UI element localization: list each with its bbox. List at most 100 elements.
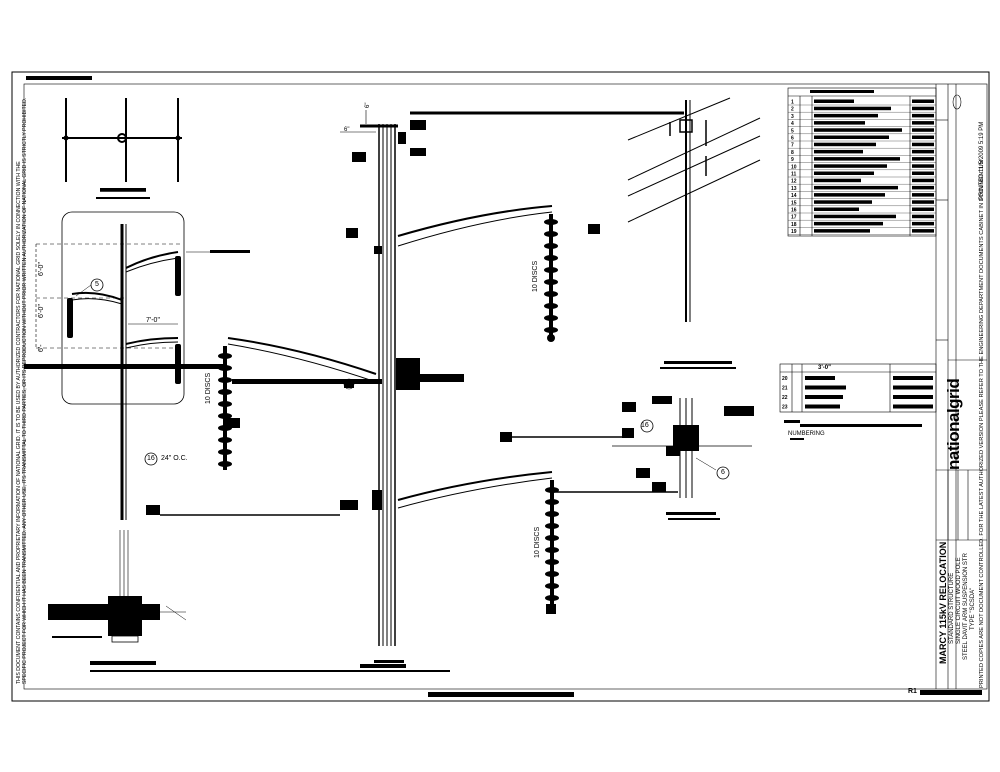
material-row-number: 17 bbox=[791, 215, 797, 221]
insulator-string-left bbox=[218, 346, 232, 470]
material-row-catalog bbox=[912, 193, 934, 197]
insulator-string-lower-right bbox=[545, 480, 559, 604]
material-row-description bbox=[814, 214, 896, 219]
material-row-catalog bbox=[912, 149, 934, 154]
material-row-catalog bbox=[912, 135, 934, 139]
guying-row-number: 20 bbox=[782, 376, 788, 382]
guying-row-description bbox=[805, 395, 843, 399]
guying-row-description bbox=[805, 404, 840, 409]
material-row-description bbox=[814, 200, 872, 204]
callout-bubble-5: 5 bbox=[95, 281, 99, 288]
plan-view bbox=[62, 98, 182, 192]
disc-note-lower-right: 10 DISCS bbox=[534, 526, 541, 558]
material-row-number: 8 bbox=[791, 150, 794, 156]
material-row-number: 11 bbox=[791, 172, 797, 178]
material-row-description bbox=[814, 164, 887, 168]
project-title: MARCY 115kV RELOCATION bbox=[938, 541, 948, 664]
guying-row-catalog bbox=[893, 385, 933, 390]
material-row-number: 2 bbox=[791, 107, 794, 113]
material-row-description bbox=[814, 221, 883, 226]
drawing-subtitle-2: SINGLE CIRCUIT WOOD POLE bbox=[956, 557, 962, 644]
material-row-description bbox=[814, 99, 854, 103]
guying-row-catalog bbox=[893, 395, 933, 399]
material-row-description bbox=[814, 113, 878, 118]
drawing-subtitle-4: TYPE "SCSDA" bbox=[970, 587, 976, 630]
material-row-number: 14 bbox=[791, 193, 797, 199]
material-row-description bbox=[814, 207, 859, 211]
drawing-subtitle-3: STEEL DAVIT ARM SUSPENSION STR bbox=[963, 553, 969, 660]
inner-border bbox=[23, 83, 988, 690]
dim-top-small: 6" bbox=[365, 102, 371, 108]
material-row-description bbox=[814, 193, 885, 197]
isometric-view bbox=[627, 97, 761, 322]
material-row-number: 12 bbox=[791, 179, 797, 185]
main-elevation-pole bbox=[160, 110, 684, 646]
material-row-catalog bbox=[912, 128, 934, 132]
material-row-number: 18 bbox=[791, 222, 797, 228]
material-row-catalog bbox=[912, 121, 934, 125]
material-row-number: 5 bbox=[791, 128, 794, 134]
title-block bbox=[936, 94, 987, 541]
callout-bubble-16-detail: 16 bbox=[641, 422, 649, 429]
material-row-description bbox=[814, 142, 876, 147]
foundation-detail bbox=[48, 596, 187, 672]
material-row-catalog bbox=[912, 164, 934, 168]
material-row-catalog bbox=[912, 200, 934, 204]
material-row-catalog bbox=[912, 142, 934, 147]
drawing-subtitle-1: STANDARD STRUCTURE bbox=[949, 572, 955, 644]
material-row-number: 13 bbox=[791, 186, 797, 192]
material-row-catalog bbox=[912, 221, 934, 226]
material-row-catalog bbox=[912, 178, 934, 183]
material-row-catalog bbox=[912, 207, 934, 211]
material-row-number: 9 bbox=[791, 157, 794, 163]
confidentiality-note-line-2: SPECIFIC PROJECT FOR WHICH IT HAS BEEN T… bbox=[22, 97, 28, 684]
material-row-catalog bbox=[912, 229, 934, 233]
notes-numbering: NUMBERING bbox=[788, 431, 825, 437]
conductor-crossarm bbox=[24, 364, 224, 369]
callout-bubble-6: 6 bbox=[721, 469, 725, 476]
material-row-number: 6 bbox=[791, 136, 794, 142]
material-row-number: 1 bbox=[791, 100, 794, 106]
dim-bottom-spacing: 6'- bbox=[38, 344, 45, 352]
material-row-number: 3 bbox=[791, 114, 794, 120]
material-row-catalog bbox=[912, 185, 934, 190]
material-row-number: 16 bbox=[791, 208, 797, 214]
material-row-number: 7 bbox=[791, 143, 794, 149]
material-row-description bbox=[814, 229, 870, 233]
dim-pole-offset: 6" bbox=[344, 127, 350, 133]
revision-label: R1 bbox=[908, 688, 917, 695]
insulator-string-upper-right bbox=[544, 214, 558, 342]
material-row-number: 4 bbox=[791, 121, 794, 127]
material-row-catalog bbox=[912, 99, 934, 103]
disc-note-left: 10 DISCS bbox=[205, 372, 212, 404]
printed-timestamp: PRINTED 11/5/2009 5:19 PM bbox=[979, 121, 985, 200]
material-row-number: 19 bbox=[791, 229, 797, 235]
material-row-catalog bbox=[912, 106, 934, 111]
material-row-description bbox=[814, 178, 861, 183]
material-row-description bbox=[814, 185, 898, 190]
callout-bubble-16-left: 16 bbox=[147, 455, 155, 462]
guying-table bbox=[779, 363, 937, 413]
step-spacing-note: 24" O.C. bbox=[161, 455, 188, 462]
guying-row-description bbox=[805, 385, 846, 390]
material-row-number: 10 bbox=[791, 164, 797, 170]
material-row-catalog bbox=[912, 214, 934, 219]
material-row-description bbox=[814, 121, 865, 125]
outer-border bbox=[11, 71, 990, 702]
controlled-copy-note: PRINTED COPIES ARE NOT DOCUMENT CONTROLL… bbox=[979, 159, 985, 688]
guying-row-catalog bbox=[893, 404, 933, 409]
dim-mid-spacing: 6'-0" bbox=[38, 304, 45, 318]
guying-table-header-dim: 3'-0" bbox=[818, 365, 831, 371]
material-row-number: 15 bbox=[791, 200, 797, 206]
material-row-catalog bbox=[912, 157, 934, 161]
left-structure-elevation bbox=[35, 211, 210, 600]
material-row-catalog bbox=[912, 171, 934, 175]
material-row-description bbox=[814, 157, 900, 161]
material-row-description bbox=[814, 128, 902, 132]
guying-row-description bbox=[805, 376, 835, 380]
dim-arm-length: 7'-0" bbox=[146, 317, 160, 324]
material-row-description bbox=[814, 135, 889, 139]
